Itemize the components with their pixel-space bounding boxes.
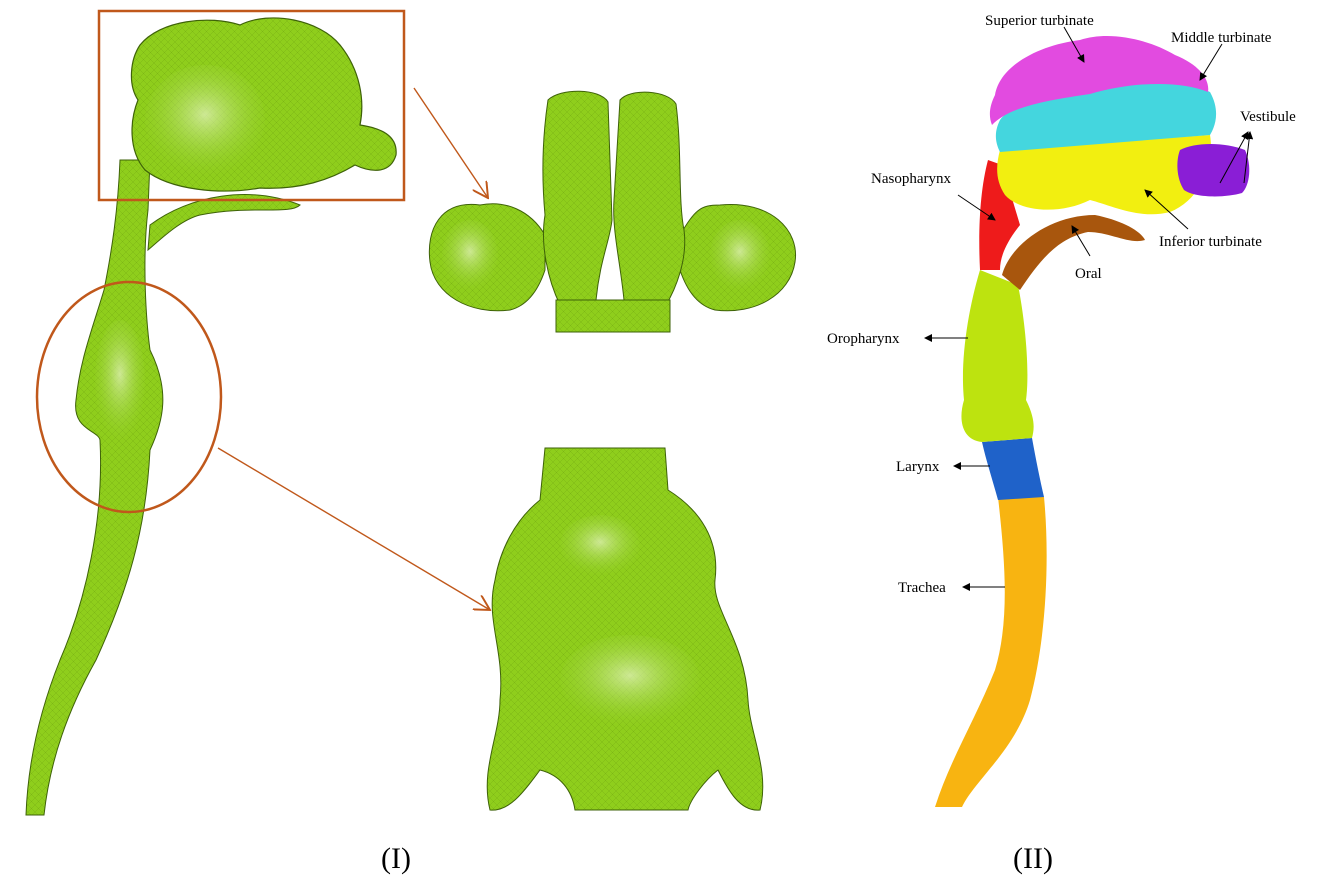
zoom-arrow-larynx <box>218 448 490 610</box>
mesh-highlight <box>95 320 145 440</box>
label-superior-turbinate: Superior turbinate <box>985 13 1094 29</box>
panel-label-one: (I) <box>381 842 411 875</box>
zoom-larynx-view <box>487 448 763 810</box>
segment-vestibule <box>1177 144 1249 196</box>
label-middle-turbinate: Middle turbinate <box>1171 30 1272 46</box>
segment-oral <box>1002 215 1145 290</box>
segment-trachea <box>935 497 1047 807</box>
label-trachea: Trachea <box>898 580 946 596</box>
mesh-highlight <box>145 65 265 175</box>
label-inferior-turbinate: Inferior turbinate <box>1159 234 1262 250</box>
mesh-oral-branch <box>148 195 300 250</box>
zoom-arrow-nasal <box>414 88 488 198</box>
mesh-airway-tube <box>26 160 163 815</box>
label-oral: Oral <box>1075 266 1102 282</box>
label-oropharynx: Oropharynx <box>827 331 900 347</box>
zoom-nasal-front-view <box>429 91 795 332</box>
panel-label-two: (II) <box>1013 842 1053 875</box>
segment-oropharynx <box>961 270 1033 442</box>
label-larynx: Larynx <box>896 459 940 475</box>
panel-one-full-airway <box>26 11 490 815</box>
segment-larynx <box>982 438 1044 500</box>
label-vestibule: Vestibule <box>1240 109 1296 125</box>
panel-two-segmented-airway <box>935 36 1249 807</box>
label-nasopharynx: Nasopharynx <box>871 171 951 187</box>
